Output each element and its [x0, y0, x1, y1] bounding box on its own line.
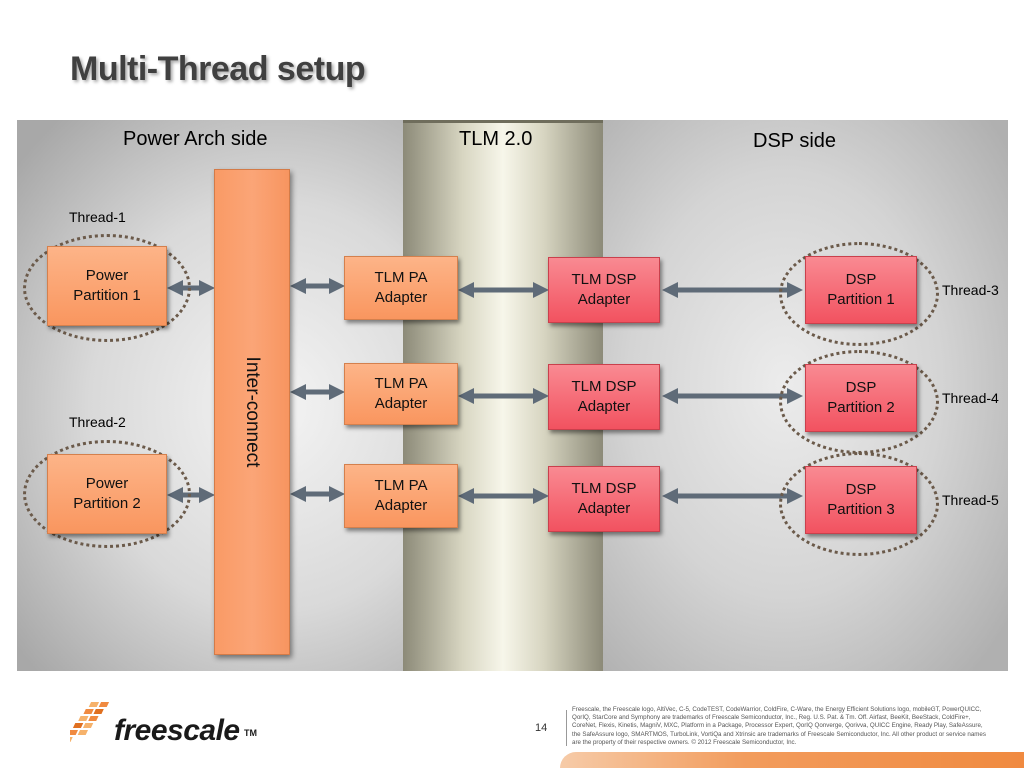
legal-text: Freescale, the Freescale logo, AltiVec, …	[572, 706, 986, 746]
region-label-tlm: TLM 2.0	[459, 128, 533, 150]
tlm-pa-adapter-1-label: TLM PA Adapter	[374, 269, 428, 306]
thread-label-2: Thread-2	[69, 414, 126, 430]
diagram-stage: Power Arch side TLM 2.0 DSP side Thread-…	[17, 120, 1008, 671]
tlm-pa-adapter-2-label: TLM PA Adapter	[374, 375, 428, 412]
thread-ring-1	[23, 234, 191, 342]
thread-label-3: Thread-3	[942, 282, 999, 298]
tlm-pa-adapter-3: TLM PA Adapter	[344, 464, 458, 528]
slide-title: Multi-Thread setup	[70, 50, 366, 88]
dsp-partition-3: DSP Partition 3	[805, 466, 917, 534]
page-number: 14	[535, 722, 548, 734]
thread-ring-5	[779, 452, 939, 556]
tlm-pa-adapter-2: TLM PA Adapter	[344, 363, 458, 425]
interconnect-label: Inter-connect	[242, 356, 263, 468]
tlm-pa-adapter-1: TLM PA Adapter	[344, 256, 458, 320]
dsp-partition-2: DSP Partition 2	[805, 364, 917, 432]
tlm-pa-adapter-3-label: TLM PA Adapter	[374, 477, 428, 514]
tlm-band-edge	[403, 120, 603, 123]
freescale-logo-text: freescale	[114, 714, 240, 747]
tlm-dsp-adapter-1-label: TLM DSP Adapter	[571, 271, 637, 308]
freescale-logo-mark-icon	[62, 702, 110, 742]
dsp-partition-1-label: DSP Partition 1	[827, 271, 895, 308]
brand-bottom-bar	[560, 752, 1024, 768]
dsp-partition-3-label: DSP Partition 3	[827, 481, 895, 518]
tlm-dsp-adapter-2: TLM DSP Adapter	[548, 364, 660, 430]
thread-ring-2	[23, 440, 191, 548]
thread-label-5: Thread-5	[942, 492, 999, 508]
thread-label-4: Thread-4	[942, 390, 999, 406]
footer-divider	[566, 710, 567, 746]
dsp-partition-1: DSP Partition 1	[805, 256, 917, 324]
freescale-logo: freescale TM	[62, 700, 260, 752]
power-partition-1-label: Power Partition 1	[73, 267, 141, 304]
tlm-dsp-adapter-1: TLM DSP Adapter	[548, 257, 660, 323]
thread-ring-3	[779, 242, 939, 346]
tlm-dsp-adapter-3: TLM DSP Adapter	[548, 466, 660, 532]
tlm-dsp-adapter-2-label: TLM DSP Adapter	[571, 378, 637, 415]
thread-label-1: Thread-1	[69, 209, 126, 225]
power-partition-2: Power Partition 2	[47, 454, 167, 534]
dsp-partition-2-label: DSP Partition 2	[827, 379, 895, 416]
region-label-power-arch: Power Arch side	[123, 128, 268, 150]
tlm-dsp-adapter-3-label: TLM DSP Adapter	[571, 480, 637, 517]
power-partition-2-label: Power Partition 2	[73, 475, 141, 512]
freescale-logo-tm: TM	[244, 728, 257, 738]
interconnect-bus: Inter-connect	[214, 169, 290, 655]
power-partition-1: Power Partition 1	[47, 246, 167, 326]
region-label-dsp: DSP side	[753, 130, 837, 152]
